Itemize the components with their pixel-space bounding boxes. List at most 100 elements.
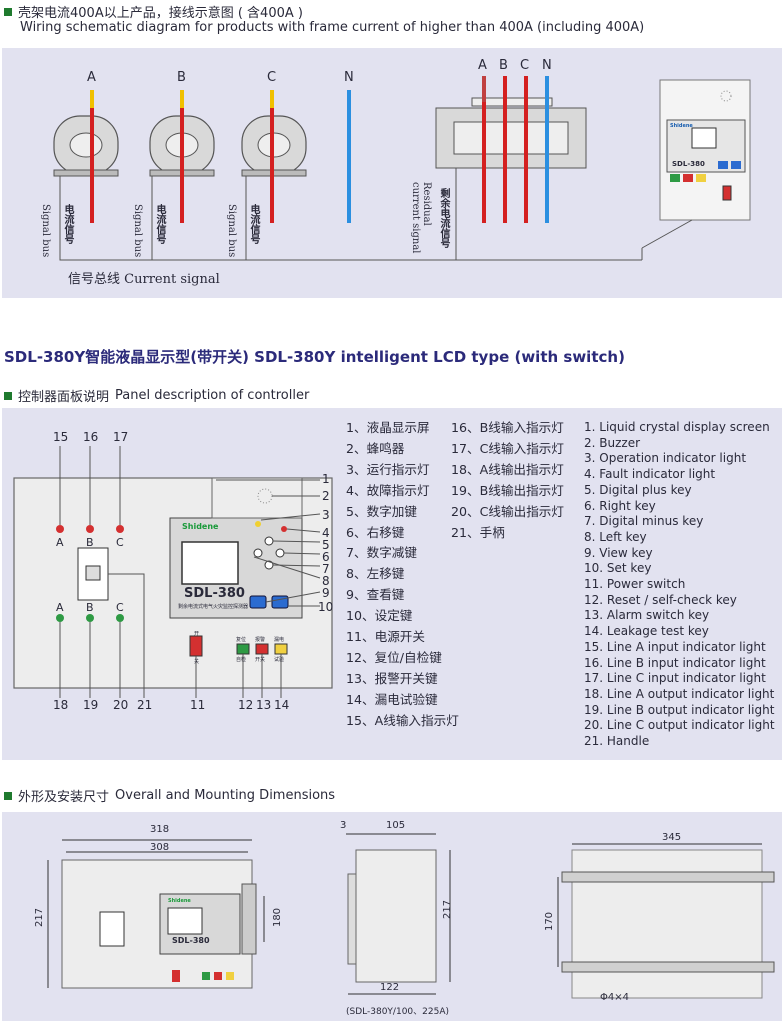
dim-front-width-outer: 318 (150, 824, 170, 835)
controller-panel: 15 16 17 18 19 20 21 11 12 13 14 1 2 3 4… (2, 408, 782, 760)
rcct-label-n: N (542, 58, 552, 73)
legend-en-item: 2. Buzzer (584, 435, 641, 450)
legend-zh-item: 16、B线输入指示灯 (451, 420, 564, 435)
legend-zh-col2: 16、B线输入指示灯 17、C线输入指示灯 18、A线输出指示灯 19、B线输出… (451, 418, 564, 543)
callout-16: 16 (83, 430, 99, 444)
callout-3: 3 (322, 508, 330, 522)
legend-zh-item: 8、左移键 (346, 566, 405, 582)
callout-13: 13 (256, 698, 272, 712)
dim-mount-spacing: 170 (544, 911, 556, 932)
legend-zh-item: 13、报警开关键 (346, 670, 438, 686)
device-model-sub: 剩余电流式电气火灾监控探测器 (178, 604, 249, 610)
legend-en: 1. Liquid crystal display screen 2. Buzz… (584, 420, 775, 750)
rcct-label-a: A (478, 58, 487, 73)
input-letter-c: C (116, 536, 124, 549)
section1-heading-zh: 壳架电流400A以上产品，接线示意图 ( 含400A ) (18, 6, 303, 21)
dimensions-diagram (47, 833, 775, 999)
callout-18: 18 (53, 698, 69, 712)
controller-panel-diagram (13, 446, 333, 698)
dim-side-offset: 3 (340, 820, 347, 831)
legend-en-item: 12. Reset / self-check key (584, 592, 737, 607)
callout-21: 21 (137, 698, 153, 712)
switch-on-label: 开 (194, 631, 200, 637)
btn-sub-self-check: 自检 (236, 657, 247, 663)
signal-label-zh-a: 电流信号 (62, 204, 73, 244)
phase-label-b: B (177, 70, 186, 85)
output-letter-b: B (86, 601, 94, 614)
output-letter-a: A (56, 601, 64, 614)
signal-label-zh-c: 电流信号 (248, 204, 259, 244)
phase-label-c: C (267, 70, 277, 85)
input-letter-b: B (86, 536, 94, 549)
legend-zh-item: 18、A线输出指示灯 (451, 461, 564, 477)
legend-zh-item: 21、手柄 (451, 524, 505, 540)
product-title: SDL-380Y智能液晶显示型(带开关) SDL-380Y intelligen… (4, 348, 625, 366)
phase-label-a: A (87, 70, 96, 85)
section2-heading: 控制器面板说明 Panel description of controller (4, 386, 309, 405)
btn-sub-switch: 开关 (255, 657, 266, 663)
callout-5: 5 (322, 538, 330, 552)
wiring-diagram-panel: A B C N A B C N 电流信号 Signal bus 电流信号 Sig… (2, 48, 782, 298)
callout-11: 11 (190, 698, 206, 712)
legend-en-item: 5. Digital plus key (584, 482, 692, 497)
legend-en-item: 7. Digital minus key (584, 514, 704, 529)
legend-en-item: 18. Line A output indicator light (584, 686, 775, 701)
legend-en-item: 9. View key (584, 545, 653, 560)
dim-mount-holes: Φ4×4 (600, 992, 629, 1003)
legend-en-item: 8. Left key (584, 529, 647, 544)
btn-sub-test: 试验 (274, 657, 285, 663)
dim-device-brand: Shidene (168, 898, 191, 904)
legend-zh-item: 12、复位/自检键 (346, 649, 442, 665)
rcct-label-c: C (520, 58, 530, 73)
bus-label-en: Current signal (124, 272, 220, 287)
dim-side-base: 122 (380, 982, 400, 993)
legend-en-item: 16. Line B input indicator light (584, 655, 766, 670)
callout-2: 2 (322, 489, 330, 503)
legend-zh-item: 1、液晶显示屏 (346, 420, 430, 435)
bullet-square-icon (4, 791, 12, 800)
output-letter-c: C (116, 601, 124, 614)
controller-model: SDL-380 (672, 160, 705, 168)
legend-en-item: 1. Liquid crystal display screen (584, 420, 770, 434)
section3-heading-en: Overall and Mounting Dimensions (115, 788, 336, 803)
callout-20: 20 (113, 698, 129, 712)
legend-zh-item: 19、B线输出指示灯 (451, 482, 564, 498)
input-letter-a: A (56, 536, 64, 549)
callout-14: 14 (274, 698, 290, 712)
legend-zh-item: 6、右移键 (346, 524, 405, 540)
btn-label-leak: 漏电 (274, 637, 285, 643)
device-brand: Shidene (182, 522, 219, 531)
bullet-square-icon (4, 391, 12, 400)
bus-label-zh: 信号总线 (68, 272, 121, 287)
legend-zh-item: 11、电源开关 (346, 629, 425, 645)
callout-7: 7 (322, 562, 330, 576)
legend-en-item: 13. Alarm switch key (584, 608, 710, 623)
dim-side-height: 217 (442, 899, 454, 920)
legend-zh-item: 5、数字加键 (346, 503, 417, 519)
section1-heading-en: Wiring schematic diagram for products wi… (20, 20, 645, 35)
signal-label-en-b: Signal bus (132, 204, 143, 258)
ct-a (53, 115, 119, 177)
legend-zh-item: 3、运行指示灯 (346, 461, 430, 477)
dim-device-model: SDL-380 (172, 936, 210, 945)
legend-zh-item: 2、蜂鸣器 (346, 440, 405, 456)
dimensions-panel: 318 308 217 180 3 105 217 122 (SDL-380Y/… (2, 812, 782, 1021)
legend-zh-item: 7、数字减键 (346, 545, 417, 561)
bullet-square-icon (4, 7, 12, 16)
legend-en-item: 15. Line A input indicator light (584, 639, 766, 654)
signal-label-en-c: Signal bus (226, 204, 237, 258)
dim-side-depth: 105 (386, 820, 406, 831)
section1-heading: 壳架电流400A以上产品，接线示意图 ( 含400A ) (4, 2, 303, 21)
callout-8: 8 (322, 574, 330, 588)
callout-15: 15 (53, 430, 69, 444)
callout-1: 1 (322, 472, 330, 486)
section2-heading-zh: 控制器面板说明 (18, 390, 110, 405)
section3-heading-zh: 外形及安装尺寸 (18, 790, 110, 805)
section2-heading-en: Panel description of controller (115, 388, 310, 403)
legend-en-item: 4. Fault indicator light (584, 467, 716, 482)
legend-en-item: 17. Line C input indicator light (584, 671, 766, 686)
device-model: SDL-380 (184, 586, 245, 601)
residual-label-en: Residual current signal (410, 182, 432, 254)
legend-en-item: 10. Set key (584, 561, 652, 576)
dim-front-height: 217 (34, 907, 46, 928)
